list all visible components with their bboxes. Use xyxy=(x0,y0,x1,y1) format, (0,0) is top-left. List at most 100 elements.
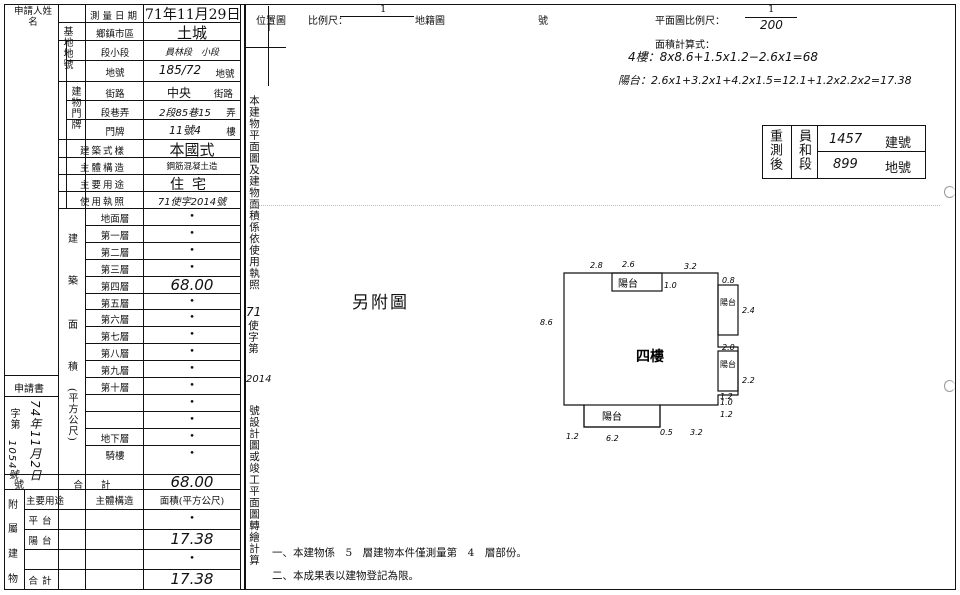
balcony-top-box xyxy=(611,272,663,292)
annex-area: • xyxy=(189,553,195,564)
street-label: 街路 xyxy=(105,89,125,100)
street-value: 中央 xyxy=(166,86,191,100)
area-side-5: (平方公尺) xyxy=(66,388,77,442)
use-label: 主要用途 xyxy=(79,180,126,191)
floor-area-value: • xyxy=(189,262,195,273)
door-side-label: 建物門牌 xyxy=(69,86,80,130)
floor-area-value: • xyxy=(189,397,195,408)
floor-area-value: • xyxy=(189,211,195,222)
section-value: 員林段 小段 xyxy=(164,48,219,58)
area-total-value: 68.00 xyxy=(170,473,214,491)
annex-area: 17.38 xyxy=(170,530,214,548)
lane-value: 2段85巷15 xyxy=(159,108,211,119)
balcony-right-box xyxy=(717,284,739,336)
annex-use: 陽台 xyxy=(28,536,56,547)
grid-line xyxy=(340,16,414,17)
grid-line xyxy=(58,4,59,590)
annex-use: 平台 xyxy=(28,516,56,527)
dim-6: 2.4 xyxy=(742,306,755,315)
grid-line xyxy=(4,489,240,490)
stamp-left: 重測後 xyxy=(767,129,782,171)
middle-permit-num: 2014 xyxy=(246,374,272,385)
frame-right xyxy=(955,4,956,590)
grid-line xyxy=(85,293,240,294)
date-label: 測量日期 xyxy=(89,11,140,22)
floor-area-value: • xyxy=(189,312,195,323)
balcony-top-label: 陽台 xyxy=(618,277,638,290)
floor-label: 第四層 xyxy=(100,282,130,293)
grid-line xyxy=(66,100,240,101)
application-bottom: 號 xyxy=(14,480,24,491)
balcony-right-bottom-label: 陽台 xyxy=(720,359,736,369)
grid-line xyxy=(745,17,797,18)
grid-line xyxy=(24,489,25,590)
grid-line xyxy=(58,191,240,192)
floor-label: 第三層 xyxy=(100,265,130,276)
grid-line xyxy=(24,569,240,570)
dim-8: 2.0 xyxy=(722,343,735,352)
grid-line xyxy=(58,139,240,140)
area-total-label: 合計 xyxy=(73,480,129,491)
lot-no-label: 地號 xyxy=(105,68,125,79)
balcony-right-label: 陽台 xyxy=(720,297,736,307)
application-prefix: 字第 xyxy=(8,408,19,430)
style-value: 本國式 xyxy=(169,141,215,159)
scale-label: 比例尺： xyxy=(308,16,348,27)
grid-line xyxy=(85,225,240,226)
dim-4: 0.8 xyxy=(722,276,735,285)
permit-label: 使用執照 xyxy=(79,197,126,208)
township-value: 土城 xyxy=(176,24,207,42)
grid-line xyxy=(58,174,240,175)
floor-label: 第五層 xyxy=(100,299,130,310)
permit-value: 71使字2014號 xyxy=(157,197,227,208)
grid-line xyxy=(24,509,240,510)
floor-label: 第一層 xyxy=(100,231,130,242)
applicant-label: 申請人姓名 xyxy=(13,6,52,28)
annex-side-4: 物 xyxy=(8,574,18,585)
grid-line xyxy=(66,40,67,208)
stamp-lab2: 地號 xyxy=(885,161,912,176)
style-label: 建築式樣 xyxy=(79,146,126,157)
floor-label: 地下層 xyxy=(100,434,130,445)
grid-line xyxy=(66,60,240,61)
door-label: 門牌 xyxy=(105,127,125,138)
note-1: 一、本建物係 5 層建物本件僅測量第 4 層部份。 xyxy=(272,547,527,559)
north-arrow-icon: ↑ xyxy=(264,20,275,34)
grid-line xyxy=(85,394,240,395)
site-side-label: 基地地號 xyxy=(61,26,72,70)
formula-balcony: 陽台：2.6x1+3.2x1+4.2x1.5=12.1+1.2x2.2x2=17… xyxy=(618,74,912,87)
scale-num: 1 xyxy=(380,4,387,15)
dim-12: 1.0 xyxy=(720,398,733,407)
lane-suffix: 弄 xyxy=(226,108,236,119)
stamp-num1: 1457 xyxy=(829,132,863,147)
area-side-2: 築 xyxy=(68,276,78,287)
grid-line xyxy=(58,22,240,23)
binder-hole xyxy=(944,186,955,198)
grid-line xyxy=(85,377,240,378)
grid-line xyxy=(85,360,240,361)
dim-10: 2.2 xyxy=(742,376,755,385)
floor-area-value: • xyxy=(189,431,195,442)
area-calc-label: 面積計算式： xyxy=(655,40,715,51)
grid-line xyxy=(58,157,240,158)
floor-area-value: • xyxy=(189,380,195,391)
dim-11: 1.2 xyxy=(720,410,733,419)
location-label: 位置圖 xyxy=(256,16,286,27)
dim-15: 0.5 xyxy=(660,428,673,437)
annex-col-use: 主要用途 xyxy=(26,496,65,507)
application-number: 74年11月2日 xyxy=(28,400,42,483)
middle-tail: 號設計圖或竣工平面圖轉繪計算 xyxy=(248,405,260,566)
grid-line xyxy=(4,396,58,397)
floor-area-value: • xyxy=(189,414,195,425)
floor-area-value: 68.00 xyxy=(170,276,214,294)
formula-4f: 4樓：8x8.6+1.5x1.2−2.6x1=68 xyxy=(628,50,818,64)
floor-label: 第七層 xyxy=(100,332,130,343)
township-label: 鄉鎮市區 xyxy=(95,29,134,40)
grid-line xyxy=(58,40,240,41)
floor-area-value: • xyxy=(189,296,195,307)
dim-5: 1.0 xyxy=(664,281,677,290)
floor-label: 第六層 xyxy=(100,315,130,326)
grid-line xyxy=(85,242,240,243)
frame-bottom xyxy=(4,589,956,590)
annex-side-1: 附 xyxy=(8,500,18,511)
